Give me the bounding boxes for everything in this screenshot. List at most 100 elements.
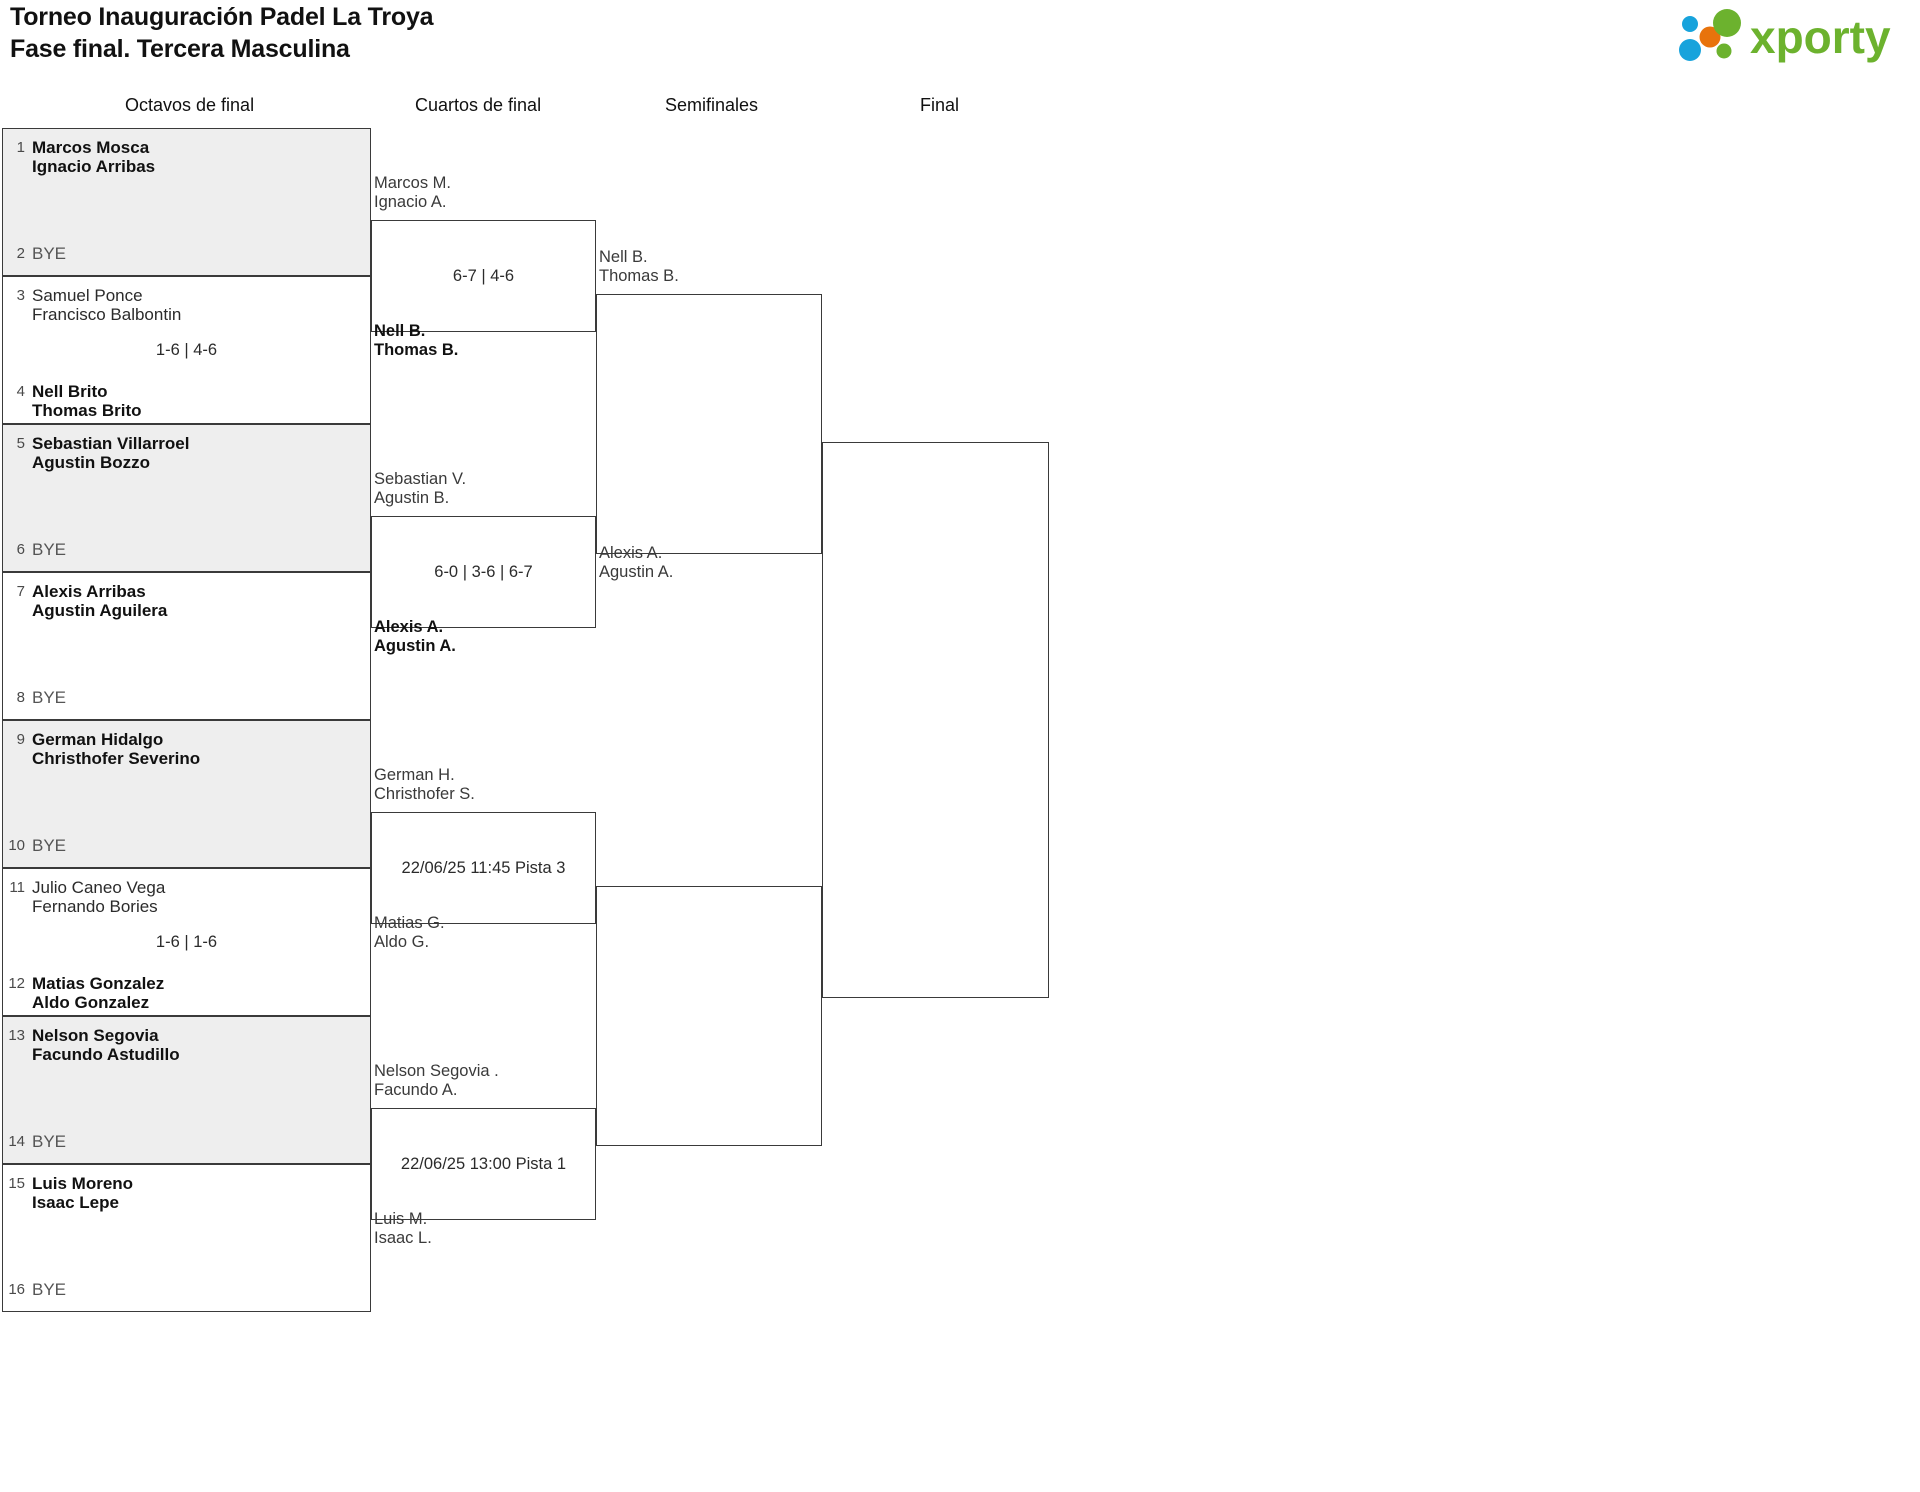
- player-name: Thomas B.: [599, 267, 679, 285]
- quarterfinal-slot-top[interactable]: German H.Christhofer S.: [374, 766, 475, 804]
- seed-number: 12: [8, 975, 25, 992]
- xporty-logo[interactable]: xporty: [1672, 8, 1904, 64]
- xporty-logo-icon: xporty: [1679, 9, 1891, 63]
- player-name: Isaac Lepe: [32, 1193, 119, 1212]
- quarterfinal-match-box[interactable]: [371, 812, 596, 924]
- player-name: Samuel Ponce: [32, 286, 143, 305]
- round-header-semifinales: Semifinales: [665, 95, 759, 115]
- round1-match-box[interactable]: [2, 424, 371, 572]
- round-header-octavos: Octavos de final: [125, 95, 255, 115]
- quarterfinal-match-box[interactable]: [371, 220, 596, 332]
- player-name: Agustin A.: [599, 563, 674, 581]
- seed-number: 11: [9, 879, 25, 896]
- seed-number: 7: [16, 583, 25, 600]
- player-name: Sebastian Villarroel: [32, 434, 190, 453]
- quarterfinal-slot-bottom[interactable]: Luis M.Isaac L.: [374, 1210, 432, 1248]
- player-name: German Hidalgo: [32, 730, 164, 749]
- quarterfinal-slot-bottom[interactable]: Alexis A.Agustin A.: [374, 618, 456, 656]
- quarterfinal-slot-bottom[interactable]: Nell B.Thomas B.: [374, 322, 458, 360]
- player-name: Nell B.: [374, 322, 426, 340]
- player-name: Fernando Bories: [32, 897, 158, 916]
- seed-number: 15: [8, 1175, 25, 1192]
- round1-match-box[interactable]: [2, 720, 371, 868]
- bye-label: BYE: [32, 836, 67, 855]
- player-name: Matias G.: [374, 914, 445, 932]
- bye-label: BYE: [32, 1280, 67, 1299]
- quarterfinal-result: 22/06/25 11:45 Pista 3: [401, 859, 566, 877]
- quarterfinal-match-box[interactable]: [371, 1108, 596, 1220]
- player-name: Matias Gonzalez: [32, 974, 165, 993]
- semifinal-slot-top[interactable]: Nell B.Thomas B.: [599, 248, 679, 286]
- player-name: Facundo A.: [374, 1081, 458, 1099]
- player-name: Alexis A.: [374, 618, 444, 636]
- quarterfinal-result: 22/06/25 13:00 Pista 1: [400, 1155, 567, 1173]
- round1-score: 1-6 | 4-6: [155, 341, 218, 359]
- round1-match-box[interactable]: [2, 1164, 371, 1312]
- quarterfinal-slot-top[interactable]: Nelson Segovia .Facundo A.: [374, 1062, 499, 1100]
- player-name: Luis M.: [374, 1210, 428, 1228]
- quarterfinal-result: 6-0 | 3-6 | 6-7: [434, 563, 533, 581]
- seed-number: 6: [16, 541, 25, 558]
- semifinal-match-box[interactable]: [596, 886, 822, 1146]
- round1-match-box[interactable]: [2, 128, 371, 276]
- final-match-box[interactable]: [822, 442, 1049, 998]
- player-name: Christhofer S.: [374, 785, 475, 803]
- bye-label: BYE: [32, 688, 67, 707]
- round1-match-box[interactable]: [2, 868, 371, 1016]
- round1-score: 1-6 | 1-6: [155, 933, 218, 951]
- seed-number: 13: [8, 1027, 25, 1044]
- quarterfinal-slot-top[interactable]: Marcos M.Ignacio A.: [374, 174, 451, 212]
- player-name: Agustin B.: [374, 489, 450, 507]
- player-name: Thomas Brito: [32, 401, 142, 420]
- player-name: Agustin A.: [374, 637, 456, 655]
- seed-number: 16: [8, 1281, 25, 1298]
- seed-number: 1: [16, 139, 25, 156]
- player-name: German H.: [374, 766, 455, 784]
- player-name: Aldo Gonzalez: [32, 993, 150, 1012]
- quarterfinal-slot-top[interactable]: Sebastian V.Agustin B.: [374, 470, 466, 508]
- semifinal-slot-bottom[interactable]: Alexis A.Agustin A.: [599, 544, 673, 582]
- quarterfinal-match-box[interactable]: [371, 516, 596, 628]
- player-name: Marcos M.: [374, 174, 452, 192]
- player-name: Julio Caneo Vega: [32, 878, 166, 897]
- tournament-phase: Fase final. Tercera Masculina: [10, 34, 350, 63]
- round1-match-box[interactable]: [2, 1016, 371, 1164]
- player-name: Sebastian V.: [374, 470, 467, 488]
- round1-slot-bottom[interactable]: 16 BYE: [6, 1280, 66, 1299]
- round1-match-box[interactable]: [2, 276, 371, 424]
- player-name: Ignacio A.: [374, 193, 447, 211]
- semifinal-match-box[interactable]: [596, 294, 822, 554]
- player-name: Luis Moreno: [32, 1174, 134, 1193]
- round1-match-box[interactable]: [2, 572, 371, 720]
- bye-label: BYE: [32, 244, 67, 263]
- player-name: Marcos Mosca: [32, 138, 150, 157]
- seed-number: 14: [8, 1133, 25, 1150]
- quarterfinal-slot-bottom[interactable]: Matias G.Aldo G.: [374, 914, 445, 952]
- player-name: Thomas B.: [374, 341, 459, 359]
- player-name: Christhofer Severino: [32, 749, 201, 768]
- seed-number: 5: [16, 435, 25, 452]
- player-name: Alexis A.: [599, 544, 663, 562]
